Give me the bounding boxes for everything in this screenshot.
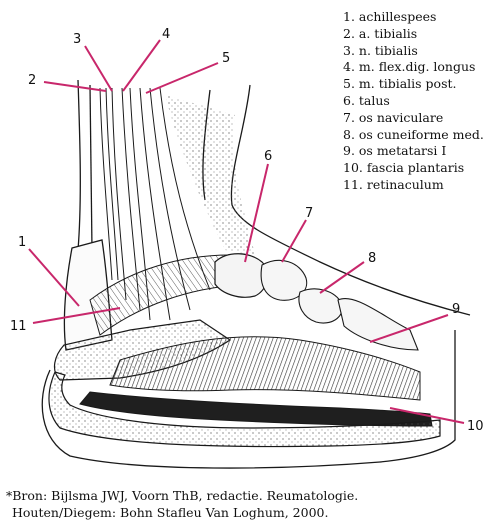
- legend-item-11: 11. retinaculum: [343, 176, 444, 192]
- leader-lines: [28, 39, 465, 424]
- leader-6: [244, 163, 269, 263]
- leader-5: [145, 62, 219, 94]
- callout-11: 11: [10, 319, 27, 334]
- callout-4: 4: [162, 27, 170, 42]
- leader-2: [43, 81, 107, 92]
- ankle-anatomy-figure: 1 2 3 4 5 6 7 8 9 10 11: [10, 27, 484, 469]
- legend-item-2: 2. a. tibialis: [343, 25, 418, 41]
- callout-8: 8: [368, 251, 376, 266]
- legend-item-3: 3. n. tibialis: [343, 42, 418, 58]
- legend-item-8: 8. os cuneiforme med.: [343, 126, 484, 142]
- caption-line-2: Houten/Diegem: Bohn Stafleu Van Loghum, …: [12, 505, 329, 520]
- leader-11: [32, 307, 121, 324]
- leader-3: [84, 45, 113, 92]
- source-caption: *Bron: Bijlsma JWJ, Voorn ThB, redactie.…: [6, 487, 358, 521]
- metatarsal-bone: [337, 298, 419, 351]
- leader-4: [122, 39, 161, 92]
- tibia-area: [165, 95, 255, 255]
- callout-9: 9: [452, 302, 460, 317]
- legend-item-10: 10. fascia plantaris: [343, 160, 465, 176]
- callout-5: 5: [222, 51, 230, 66]
- arch-muscles: [109, 336, 421, 401]
- cuneiform-bone: [298, 288, 343, 324]
- callout-3: 3: [73, 32, 81, 47]
- legend-item-6: 6. talus: [343, 92, 390, 108]
- callout-2: 2: [28, 73, 36, 88]
- callout-7: 7: [305, 206, 313, 221]
- legend-item-5: 5. m. tibialis post.: [343, 76, 457, 92]
- leader-8: [319, 261, 365, 294]
- talus-bone: [214, 253, 269, 298]
- sole-outline: [41, 330, 456, 469]
- callout-numbers: 1 2 3 4 5 6 7 8 9 10 11: [10, 27, 484, 434]
- caption-line-1: *Bron: Bijlsma JWJ, Voorn ThB, redactie.…: [6, 488, 359, 503]
- callout-1: 1: [18, 235, 26, 250]
- leader-1: [28, 248, 80, 307]
- legend-item-7: 7. os naviculare: [343, 109, 444, 125]
- leader-10: [389, 407, 465, 424]
- legend-item-1: 1. achillespees: [343, 9, 437, 24]
- legend-item-4: 4. m. flex.dig. longus: [343, 59, 476, 75]
- callout-10: 10: [467, 419, 484, 434]
- leader-9: [369, 314, 449, 343]
- sole-pad: [48, 371, 441, 448]
- leader-7: [281, 219, 307, 263]
- callout-6: 6: [264, 149, 272, 164]
- legend-list: 1. achillespees 2. a. tibialis 3. n. tib…: [343, 9, 484, 194]
- legend-item-9: 9. os metatarsi I: [343, 143, 447, 159]
